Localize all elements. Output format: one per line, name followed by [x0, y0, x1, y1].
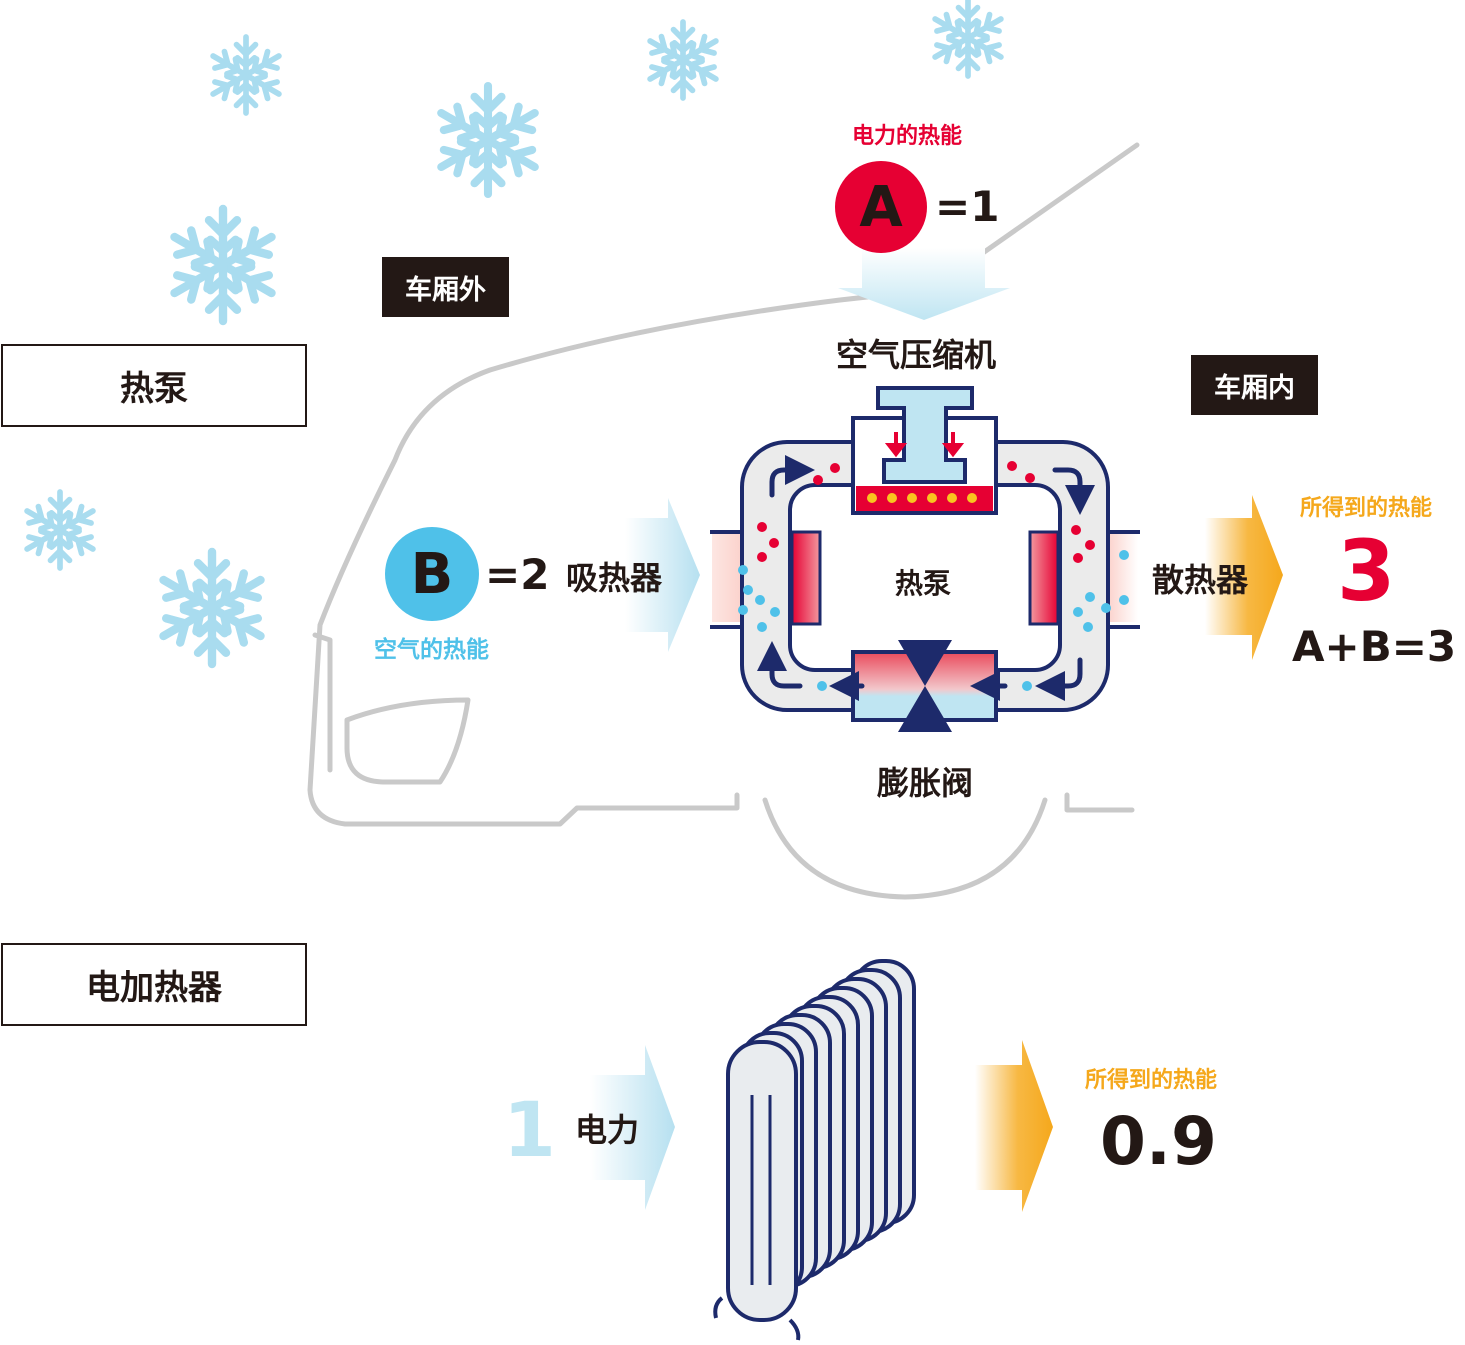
- car-outline: [307, 142, 1140, 900]
- absorber-label: 吸热器: [566, 559, 663, 597]
- absorber-coil: [790, 530, 822, 626]
- heat-pump-center-label: 热泵: [895, 567, 952, 600]
- b-circle: B: [385, 527, 479, 621]
- outside-cabin-label: 车厢外: [382, 257, 509, 317]
- heat-pump-section-label: 热泵: [1, 344, 307, 427]
- heat-pump-loop: [710, 440, 1140, 712]
- heater-result-caption: 所得到的热能: [1085, 1068, 1218, 1093]
- absorber-zone: [712, 532, 742, 622]
- a-circle: A: [835, 161, 927, 253]
- heater-input-value: 1: [503, 1085, 556, 1174]
- radiator-heater-icon: [713, 959, 916, 1341]
- electric-power-arrow: [590, 1045, 675, 1210]
- inside-cabin-label: 车厢内: [1191, 355, 1318, 415]
- b-value: =2: [485, 550, 550, 599]
- compressor: [851, 386, 998, 515]
- heat-pump-result-value: 3: [1337, 522, 1396, 620]
- a-value: =1: [935, 182, 1000, 231]
- heat-pump-result-caption: 所得到的热能: [1300, 496, 1433, 521]
- electric-input-arrow: [838, 248, 1010, 320]
- electric-heat-caption: 电力的热能: [852, 124, 963, 149]
- refrigerant-hot-dots: [757, 461, 1095, 563]
- electric-power-label: 电力: [575, 1111, 640, 1149]
- heat-output-arrow: [1205, 495, 1283, 660]
- expansion-valve: [851, 640, 998, 732]
- expansion-valve-label: 膨胀阀: [877, 764, 974, 802]
- heat-pump-formula: A+B=3: [1292, 622, 1457, 671]
- radiator-coil: [1028, 530, 1060, 626]
- air-heat-caption: 空气的热能: [374, 637, 489, 663]
- air-heat-input-arrow: [625, 498, 700, 652]
- heater-output-arrow: [975, 1040, 1053, 1212]
- radiator-label: 散热器: [1152, 561, 1249, 599]
- refrigerant-cold-dots: [738, 550, 1129, 691]
- radiator-zone: [1108, 532, 1138, 622]
- compressor-label: 空气压缩机: [836, 336, 997, 374]
- electric-heater-section-label: 电加热器: [1, 943, 307, 1026]
- heater-result-value: 0.9: [1100, 1103, 1217, 1180]
- flow-arrows: [757, 455, 1095, 701]
